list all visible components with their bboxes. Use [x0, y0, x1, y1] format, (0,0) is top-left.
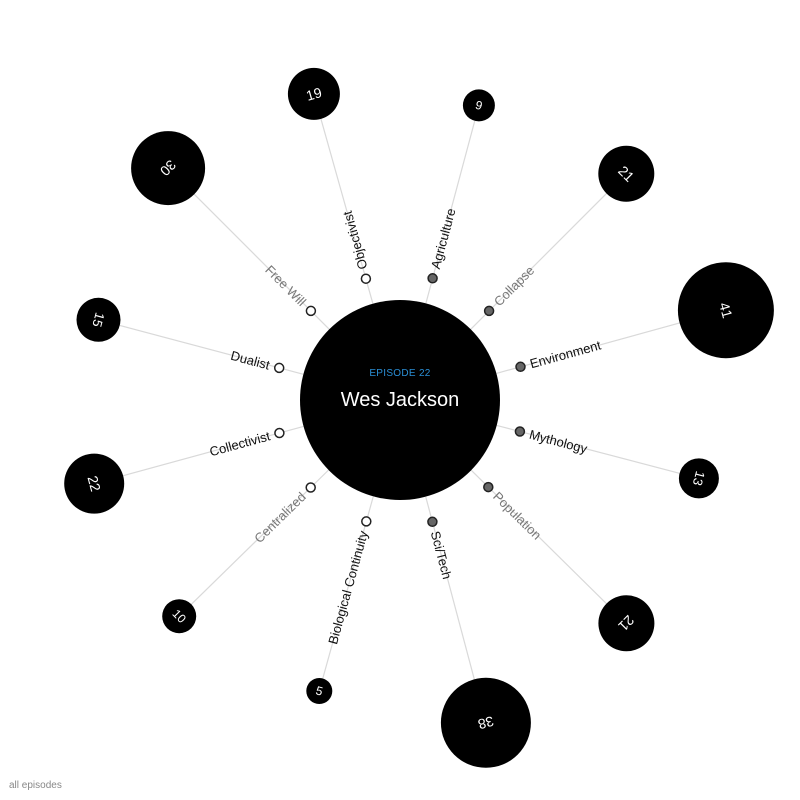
- topic-dot[interactable]: [361, 516, 372, 527]
- topic-label-biological-continuity[interactable]: Biological Continuity: [325, 529, 371, 646]
- topic-count-circle[interactable]: [306, 678, 333, 704]
- spoke-line-collapse: [470, 173, 627, 330]
- hub-circle: [300, 300, 500, 500]
- topic-spoke-collectivist[interactable]: 22 Collectivist: [64, 427, 285, 514]
- topic-count-circle[interactable]: [678, 458, 719, 499]
- spokes-layer: [94, 93, 727, 723]
- episode-number-label: EPISODE 22: [369, 368, 430, 379]
- spoke-line-mythology: [496, 424, 700, 479]
- topic-label-population[interactable]: Population: [490, 489, 544, 543]
- topic-spoke-sci-tech[interactable]: 38 Sci/Tech: [427, 516, 531, 768]
- topic-count-label: 22: [84, 474, 104, 493]
- topic-count-label: 5: [314, 683, 324, 698]
- topic-dot[interactable]: [274, 427, 285, 439]
- topic-dot[interactable]: [360, 273, 372, 284]
- spoke-line-population: [470, 469, 627, 624]
- topic-label-sci-tech[interactable]: Sci/Tech: [428, 529, 455, 580]
- spoke-line-objectivist: [313, 93, 374, 304]
- topic-count-circle[interactable]: [677, 262, 774, 359]
- topic-dot[interactable]: [515, 361, 526, 373]
- topic-count-label: 9: [474, 98, 484, 113]
- topic-count-circle[interactable]: [462, 89, 495, 122]
- topic-count-label: 19: [304, 84, 324, 104]
- topic-label-mythology[interactable]: Mythology: [528, 427, 590, 457]
- topic-label-collapse[interactable]: Collapse: [491, 263, 537, 309]
- topic-dot[interactable]: [483, 481, 494, 493]
- topic-dot[interactable]: [483, 305, 495, 317]
- all-episodes-link[interactable]: all episodes: [9, 780, 62, 791]
- topic-count-circle[interactable]: [162, 599, 197, 634]
- topic-label-centralized[interactable]: Centralized: [251, 489, 308, 546]
- spoke-line-free-will: [167, 167, 330, 330]
- spoke-line-agriculture: [425, 105, 480, 304]
- topic-count-label: 41: [716, 301, 736, 320]
- topic-count-circle[interactable]: [76, 297, 121, 342]
- topic-count-label: 13: [690, 469, 708, 487]
- topic-label-collectivist[interactable]: Collectivist: [208, 428, 272, 459]
- topic-label-objectivist[interactable]: Objectivist: [340, 209, 371, 271]
- topic-label-dualist[interactable]: Dualist: [229, 348, 272, 373]
- topic-count-label: 38: [476, 713, 495, 733]
- topic-dot[interactable]: [427, 273, 438, 284]
- topic-count-circle[interactable]: [598, 145, 655, 202]
- topic-dot[interactable]: [514, 426, 526, 437]
- spoke-line-collectivist: [94, 425, 304, 485]
- spoke-line-centralized: [178, 469, 330, 617]
- topic-dot[interactable]: [305, 305, 317, 317]
- topic-count-circle[interactable]: [131, 131, 206, 206]
- topic-label-free-will[interactable]: Free Will: [262, 262, 309, 309]
- topic-dot[interactable]: [427, 516, 438, 528]
- episode-hub: EPISODE 22 Wes Jackson: [300, 300, 500, 500]
- topic-dot[interactable]: [305, 482, 316, 493]
- topic-count-circle[interactable]: [598, 595, 655, 652]
- topic-count-label: 15: [89, 311, 107, 329]
- guest-name: Wes Jackson: [341, 389, 460, 411]
- topic-label-environment[interactable]: Environment: [528, 337, 603, 371]
- spoke-line-dualist: [98, 319, 304, 375]
- topic-dot[interactable]: [273, 362, 285, 374]
- topic-count-circle[interactable]: [440, 677, 531, 768]
- topic-spoke-biological-continuity[interactable]: 5 Biological Continuity: [306, 516, 372, 704]
- topic-count-circle[interactable]: [287, 67, 340, 120]
- topic-count-circle[interactable]: [64, 453, 125, 514]
- spoke-line-biological-continuity: [318, 496, 374, 692]
- topic-spoke-mythology[interactable]: 13 Mythology: [514, 426, 719, 499]
- topic-label-agriculture[interactable]: Agriculture: [428, 207, 459, 271]
